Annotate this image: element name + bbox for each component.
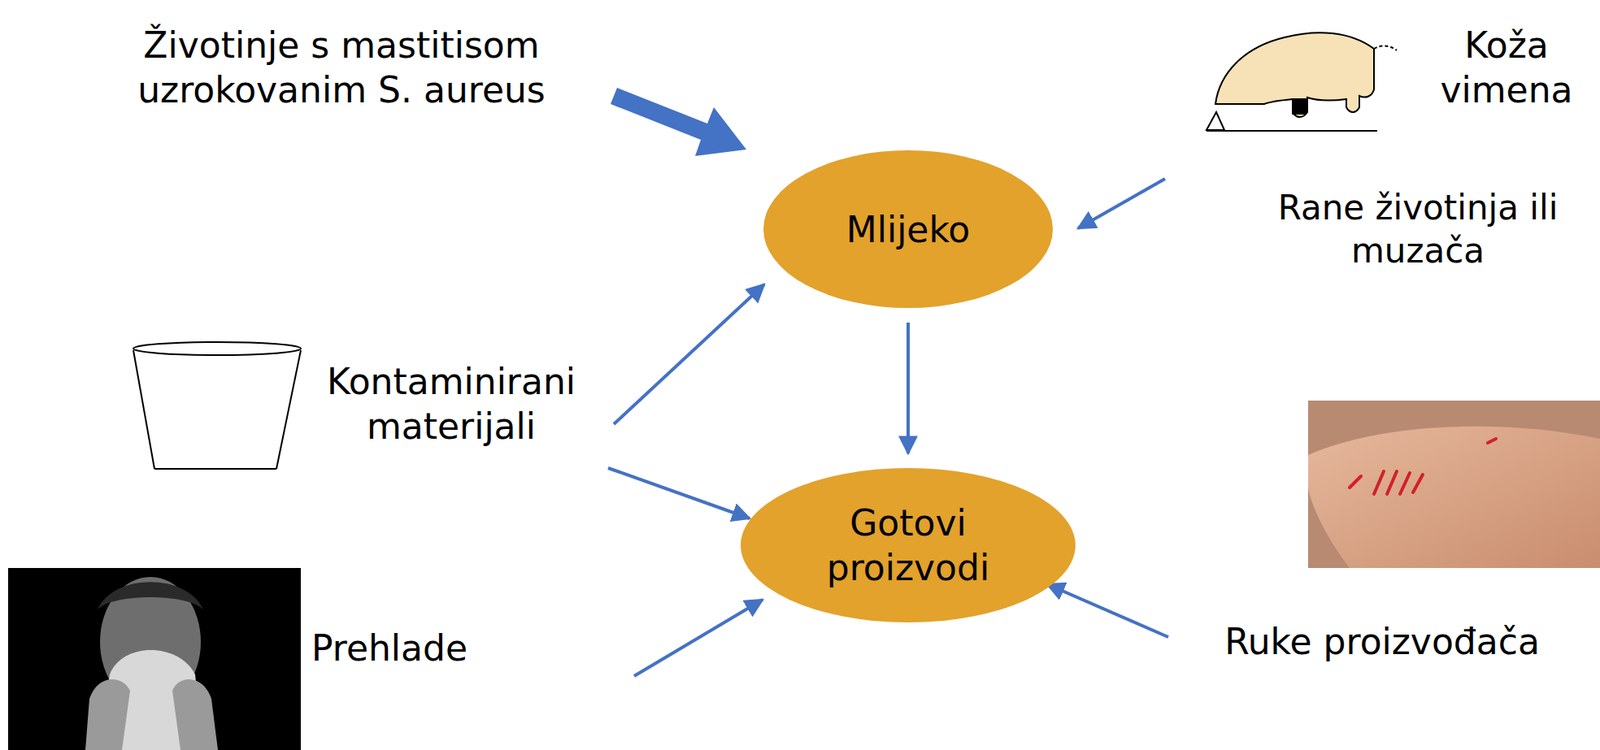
hand-photo <box>1308 400 1600 569</box>
ellipse-node: Mlijeko <box>763 150 1053 309</box>
ellipse-node: Gotovi proizvodi <box>740 468 1076 623</box>
source-label: Ruke proizvođača <box>1178 619 1586 665</box>
node-text: Gotovi proizvodi <box>802 500 1014 591</box>
source-label: Životinje s mastitisom uzrokovanim S. au… <box>97 22 586 113</box>
flow-arrow <box>906 322 910 454</box>
cold-photo <box>8 568 301 750</box>
cup-drawing <box>133 342 301 470</box>
ellipse-shape <box>740 468 1076 623</box>
big-arrow <box>610 87 747 157</box>
source-label: Koža vimena <box>1421 22 1592 113</box>
source-label: Kontaminirani materijali <box>307 359 596 449</box>
source-label: Prehlade <box>311 626 523 671</box>
udder-drawing <box>1206 32 1397 131</box>
node-text: Mlijeko <box>846 207 971 253</box>
source-label: Rane životinja ili muzača <box>1240 186 1596 273</box>
